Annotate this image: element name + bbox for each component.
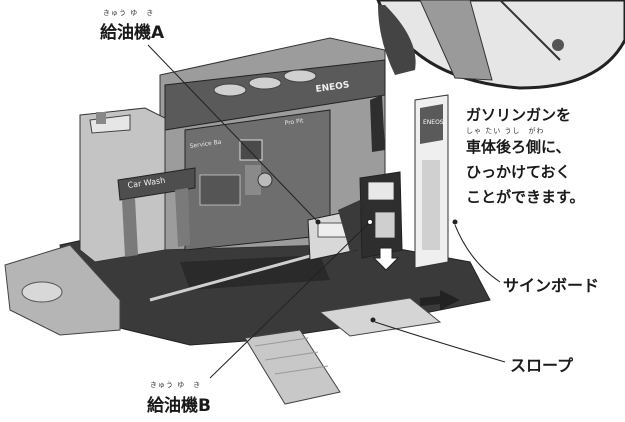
service-bay-text: Service Ba <box>189 139 222 150</box>
pump-a-ruby: きゅう ゆ き <box>103 9 155 17</box>
sign-eneos-text: ENEOS <box>423 119 444 126</box>
caption-line-2-ruby: しゃ たい うし がわ <box>466 127 545 135</box>
slope-label: スロープ <box>510 356 574 375</box>
car-wash-section: Car Wash <box>79 107 196 263</box>
pump-b-label: 給油機B <box>147 396 211 416</box>
sign-board-illustration: ENEOS <box>414 94 449 269</box>
pump-a-label: 給油機A <box>100 23 165 43</box>
caption-line-1: ガソリンガンを <box>466 106 572 124</box>
caption-line-3: ひっかけておく <box>466 163 571 181</box>
caption-line-2: 車体後ろ側に、 <box>466 138 571 156</box>
pump-b-ruby: きゅう ゆ き <box>150 381 202 389</box>
zoom-detail-circle <box>376 0 625 90</box>
pro-pit-text: Pro Pit <box>284 117 304 127</box>
leader-lines <box>147 44 506 379</box>
caption-line-4: ことができます。 <box>466 188 585 206</box>
pump-b-illustration <box>359 171 403 271</box>
eneos-sign-text: ENEOS <box>315 80 350 95</box>
building: ENEOS Service Ba Pro Pit <box>159 37 386 251</box>
sign-board-label: サインボード <box>503 276 600 295</box>
slope-illustration <box>244 290 460 405</box>
gas-gun-caption: ガソリンガンを しゃ たい うし がわ 車体後ろ側に、 ひっかけておく ことがで… <box>466 103 585 210</box>
